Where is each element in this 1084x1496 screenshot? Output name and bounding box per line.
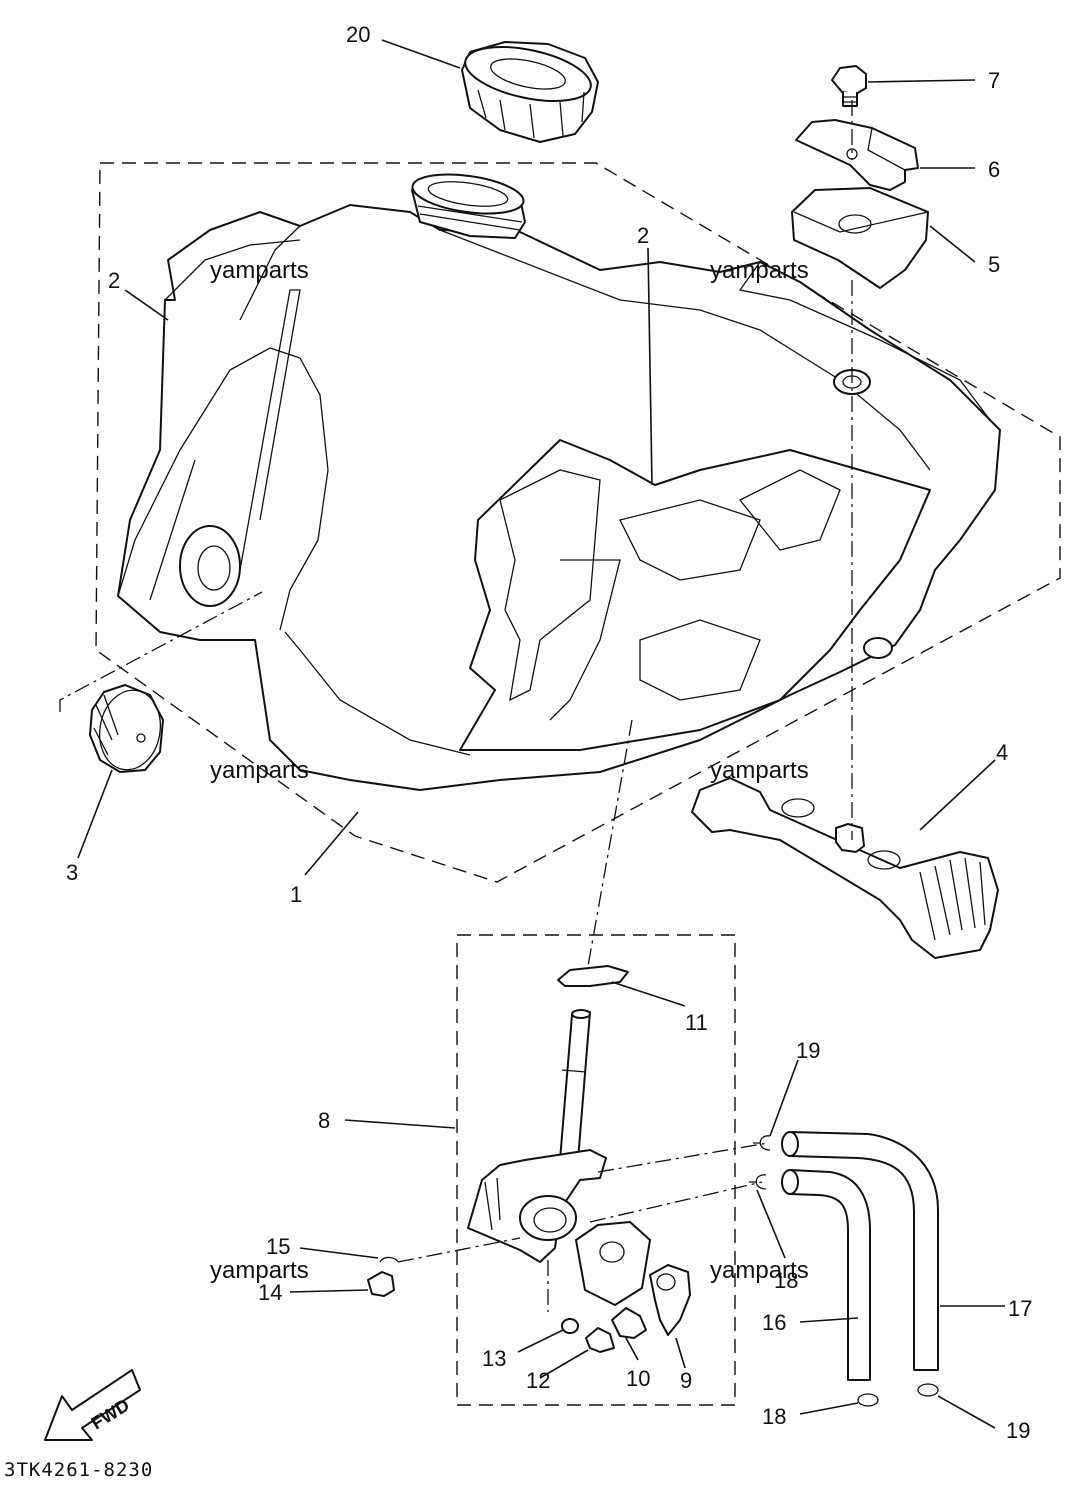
callout-17: 17 <box>1008 1296 1032 1321</box>
callout-9: 9 <box>680 1368 692 1393</box>
clip-19-lower[interactable] <box>917 1383 939 1397</box>
washer[interactable] <box>561 1318 579 1334</box>
o-ring[interactable] <box>379 1256 399 1263</box>
callout-2-right: 2 <box>637 223 649 248</box>
callout-16: 16 <box>762 1310 786 1335</box>
side-cap[interactable] <box>89 684 166 775</box>
callout-20: 20 <box>346 22 370 47</box>
callout-5: 5 <box>988 252 1000 277</box>
callout-10: 10 <box>626 1366 650 1391</box>
callout-19-lower: 19 <box>1006 1418 1030 1443</box>
assembly-lines <box>59 100 853 1312</box>
watermark: yamparts <box>710 757 809 784</box>
leader-lines <box>77 39 1005 1429</box>
fuel-cock-boundary <box>456 934 736 1406</box>
screw-10[interactable] <box>611 1307 647 1339</box>
watermarks: yamparts yamparts yamparts yamparts yamp… <box>210 257 809 1284</box>
callout-labels: 20 7 6 5 2 2 4 3 1 11 19 8 15 18 14 16 1… <box>66 22 1032 1443</box>
drain-screw[interactable] <box>367 1271 395 1297</box>
watermark: yamparts <box>210 1257 309 1284</box>
callout-18-lower: 18 <box>762 1404 786 1429</box>
callout-8: 8 <box>318 1108 330 1133</box>
watermark: yamparts <box>210 757 309 784</box>
fuel-cock[interactable] <box>467 1009 607 1263</box>
fuel-pipe-17[interactable] <box>781 1131 939 1371</box>
callout-19-upper: 19 <box>796 1038 820 1063</box>
watermark: yamparts <box>710 1257 809 1284</box>
callout-15: 15 <box>266 1234 290 1259</box>
callout-14: 14 <box>258 1280 282 1305</box>
callout-3: 3 <box>66 860 78 885</box>
callout-12: 12 <box>526 1368 550 1393</box>
callout-18-upper: 18 <box>774 1268 798 1293</box>
band-plate[interactable] <box>795 119 919 191</box>
callout-6: 6 <box>988 157 1000 182</box>
callout-13: 13 <box>482 1346 506 1371</box>
clip-18-lower[interactable] <box>857 1393 879 1407</box>
callout-11: 11 <box>685 1010 708 1035</box>
lever[interactable] <box>649 1264 691 1336</box>
fuel-tank[interactable] <box>117 168 1001 791</box>
callout-4: 4 <box>996 740 1008 765</box>
fuel-pipe-16[interactable] <box>781 1169 871 1381</box>
screw-12[interactable] <box>585 1327 615 1353</box>
tank-bracket[interactable] <box>691 777 999 959</box>
bolt[interactable] <box>831 65 867 107</box>
diagram-code: 3TK4261-8230 <box>4 1459 153 1481</box>
damper[interactable] <box>791 187 929 289</box>
callout-1: 1 <box>290 882 302 907</box>
fwd-arrow-icon: FWD <box>44 1369 141 1441</box>
filler-cap[interactable] <box>460 37 599 143</box>
tank-assembly-boundary <box>95 162 1061 883</box>
lever-plate[interactable] <box>575 1221 651 1306</box>
watermark: yamparts <box>210 257 309 284</box>
callout-2-left: 2 <box>108 268 120 293</box>
watermark: yamparts <box>710 257 809 284</box>
callout-7: 7 <box>988 68 1000 93</box>
clip-18-upper[interactable] <box>749 1174 767 1190</box>
clip-19-upper[interactable] <box>753 1135 771 1151</box>
gasket[interactable] <box>557 965 629 987</box>
